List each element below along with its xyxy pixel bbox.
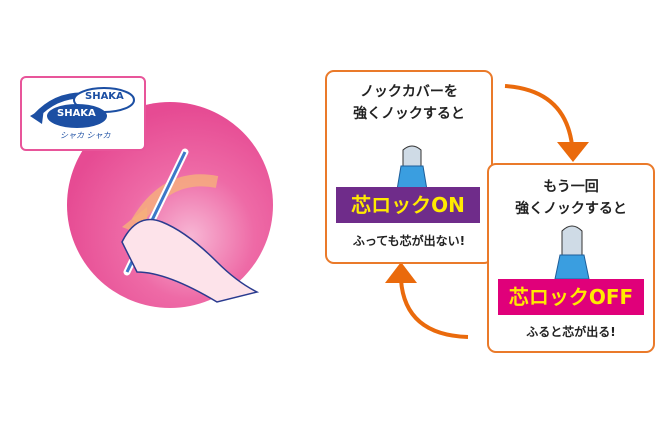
step-on-title-line2: 強くノックすると <box>353 106 465 122</box>
arrow-down-icon <box>557 142 589 162</box>
step-on-note: ふっても芯が出ない! <box>352 234 466 248</box>
lock-on-step-card: ノックカバーを 強くノックすると 芯ロックON ふっても芯が出ない! <box>325 70 493 264</box>
logo-text-bottom: SHAKA <box>57 108 96 119</box>
logo-text-top: SHAKA <box>85 91 124 102</box>
pen-cap-icon <box>554 225 590 279</box>
logo-subtitle: シャカ シャカ <box>60 131 111 140</box>
hand-holding-pen-illustration <box>121 148 260 303</box>
step-on-title-line1: ノックカバーを <box>360 84 458 100</box>
lock-on-badge: 芯ロックON <box>336 187 480 223</box>
step-off-title-line2: 強くノックすると <box>515 201 627 217</box>
shaka-logo-graphic <box>30 87 135 128</box>
shaka-shaka-logo: SHAKA SHAKA シャカ シャカ <box>20 76 146 151</box>
lock-off-badge: 芯ロックOFF <box>498 279 644 315</box>
pen-cap-icon <box>396 145 428 190</box>
arrow-up-icon <box>385 262 417 283</box>
step-off-note: ふると芯が出る! <box>526 325 616 339</box>
lock-off-step-card: もう一回 強くノックすると 芯ロックOFF ふると芯が出る! <box>487 163 655 353</box>
step-off-title-line1: もう一回 <box>543 179 599 195</box>
